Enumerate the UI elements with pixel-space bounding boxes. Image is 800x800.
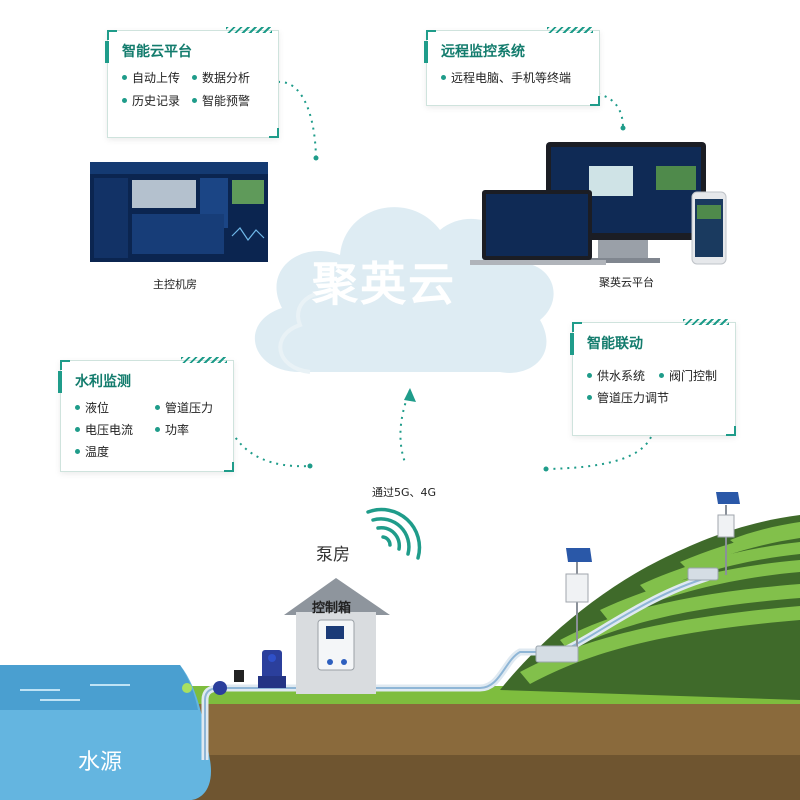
wifi-signal-icon [366,507,422,560]
pump-unit [213,650,286,695]
list-item: 数据分析 [192,69,250,86]
list-item: 阀门控制 [659,367,717,384]
list-item: 历史记录 [122,92,180,109]
card-title: 远程监控系统 [441,44,525,60]
control-room-caption: 主控机房 [153,278,197,291]
cloud-platform-devices [470,142,727,265]
card-smart-linkage: 智能联动 供水系统 阀门控制 管道压力调节 [570,319,736,436]
card-water-monitoring: 水利监测 液位 管道压力 电压电流 功率 温度 [58,357,234,472]
card-accent [58,371,62,393]
card-decoration [226,27,272,33]
card-title: 智能联动 [587,336,643,352]
control-box-label: 控制箱 [312,601,352,616]
list-item: 温度 [75,443,109,460]
list-item: 电压电流 [75,421,133,438]
card-decoration [181,357,227,363]
arrow-up-icon [404,388,416,402]
card-accent [105,41,109,63]
list-item: 远程电脑、手机等终端 [441,69,571,86]
sensor-icon [182,683,192,693]
network-caption: 通过5G、4G [372,486,437,499]
list-item: 供水系统 [587,367,645,384]
card-accent [424,41,428,63]
card-cloud-platform: 智能云平台 自动上传 数据分析 历史记录 智能预警 [105,27,279,138]
cloud-shape [254,207,554,374]
pump-house [284,578,390,694]
card-title: 智能云平台 [122,44,192,60]
solar-station-lower [535,548,592,663]
card-accent [570,333,574,355]
list-item: 功率 [155,421,189,438]
water-body [0,665,211,800]
list-item: 液位 [75,399,109,416]
card-decoration [547,27,593,33]
card-decoration [683,319,729,325]
cloud-platform-caption: 聚英云平台 [599,276,654,289]
terraced-hill [500,515,800,700]
water-pipe-core [204,574,716,760]
cloud-brand-label: 聚英云 [312,257,456,311]
list-item: 管道压力调节 [587,389,669,406]
solar-station-upper [687,492,740,581]
pump-house-label: 泵房 [316,545,350,565]
list-item: 自动上传 [122,69,180,86]
water-source-label: 水源 [78,750,123,775]
control-room-screens [90,162,268,262]
list-item: 智能预警 [192,92,250,109]
list-item: 管道压力 [155,399,213,416]
card-remote-monitor: 远程监控系统 远程电脑、手机等终端 [424,27,600,106]
card-title: 水利监测 [75,374,131,390]
